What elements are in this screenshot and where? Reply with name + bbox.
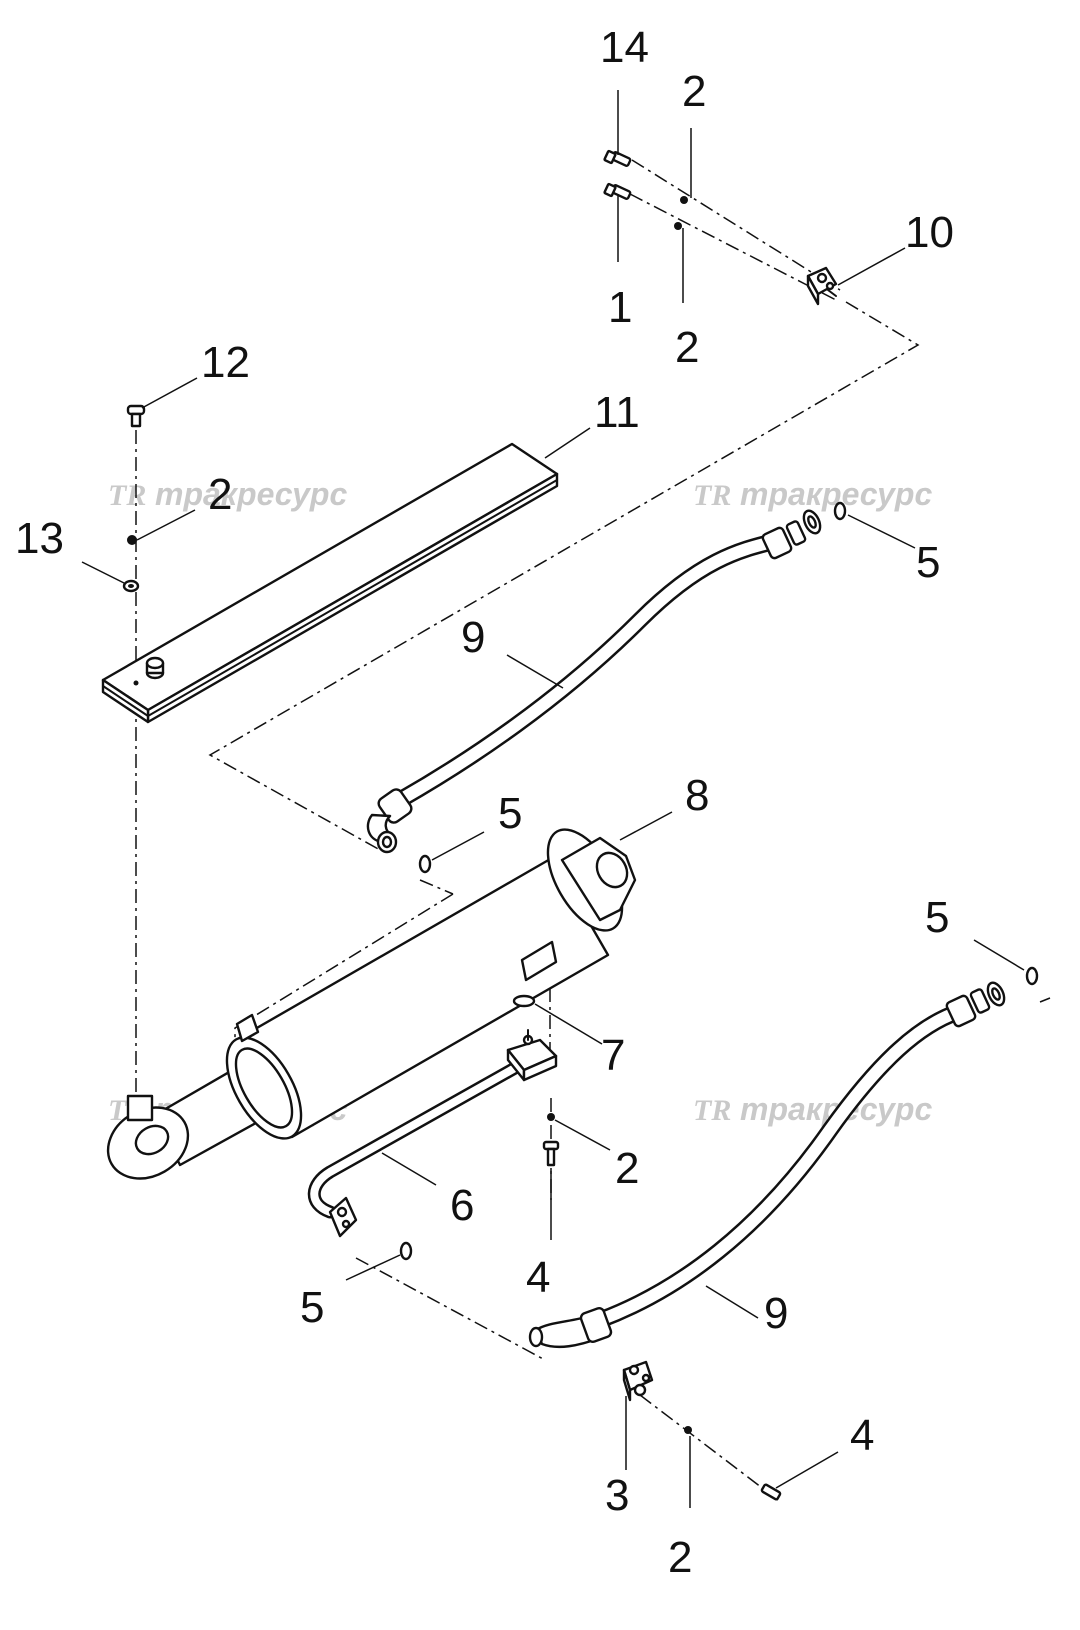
callout-2: 2 <box>208 470 232 519</box>
assembly-line <box>1039 997 1051 1003</box>
callout-2: 2 <box>615 1144 639 1193</box>
callout-1: 1 <box>608 283 632 332</box>
callout-8: 8 <box>685 771 709 820</box>
assembly-line <box>629 193 837 301</box>
steel-tube-6 <box>307 1029 558 1238</box>
watermark-top-right: TR тракресурс <box>693 476 932 512</box>
hydraulic-cylinder-8 <box>106 828 637 1180</box>
hose-lower-9 <box>528 981 1006 1349</box>
watermark-logo: TR <box>108 479 146 512</box>
callout-2: 2 <box>668 1533 692 1582</box>
washer-2 <box>127 535 137 545</box>
assembly-line <box>631 159 841 291</box>
bolt-14 <box>603 149 632 167</box>
callout-11: 11 <box>594 388 640 437</box>
callout-9: 9 <box>764 1289 788 1338</box>
bolt-12 <box>126 404 146 428</box>
callout-7: 7 <box>601 1031 625 1080</box>
leader-lines <box>81 90 1025 1508</box>
o-ring-5 <box>399 1241 413 1261</box>
assembly-line <box>234 893 454 1048</box>
watermark-top-left: TR тракресурс <box>108 476 347 512</box>
clamp-3 <box>622 1360 654 1402</box>
callout-9: 9 <box>461 613 485 662</box>
o-ring-5 <box>833 501 847 521</box>
o-ring-7 <box>512 994 536 1008</box>
washer-2 <box>547 1113 555 1121</box>
callouts: 14 2 2 1 10 12 11 2 13 5 9 5 8 5 7 2 6 4… <box>15 23 954 1582</box>
watermark-bottom-right: TR тракресурс <box>693 1091 932 1127</box>
callout-10: 10 <box>905 208 954 257</box>
washer-2 <box>680 196 688 204</box>
callout-4: 4 <box>850 1411 874 1460</box>
bolt-4 <box>542 1140 560 1167</box>
callout-4: 4 <box>526 1253 550 1302</box>
watermark-logo: TR <box>693 479 731 512</box>
callout-6: 6 <box>450 1181 474 1230</box>
washer-2 <box>684 1426 692 1434</box>
clamp-10 <box>806 266 838 306</box>
bolt-1 <box>603 182 632 200</box>
o-ring-5 <box>418 854 432 874</box>
o-ring-5 <box>1025 966 1039 986</box>
bolt-4 <box>760 1483 782 1501</box>
assembly-line <box>355 1257 546 1361</box>
assembly-line <box>419 879 454 895</box>
callout-5: 5 <box>925 893 949 942</box>
assembly-line <box>639 1394 779 1501</box>
assembly-line <box>208 301 920 851</box>
hose-upper-9 <box>366 509 822 854</box>
callout-3: 3 <box>605 1471 629 1520</box>
hardware <box>122 149 1039 1501</box>
watermark-logo: TR <box>693 1094 731 1127</box>
callout-2: 2 <box>675 323 699 372</box>
washer-2 <box>674 222 682 230</box>
callout-12: 12 <box>201 338 250 387</box>
callout-5: 5 <box>916 538 940 587</box>
assembly-lines <box>135 159 1051 1501</box>
callout-2: 2 <box>682 67 706 116</box>
callout-13: 13 <box>15 514 64 563</box>
callout-14: 14 <box>600 23 649 72</box>
cover-plate-11 <box>101 442 559 724</box>
watermark-text: тракресурс <box>155 476 347 512</box>
callout-5: 5 <box>498 789 522 838</box>
callout-5: 5 <box>300 1283 324 1332</box>
